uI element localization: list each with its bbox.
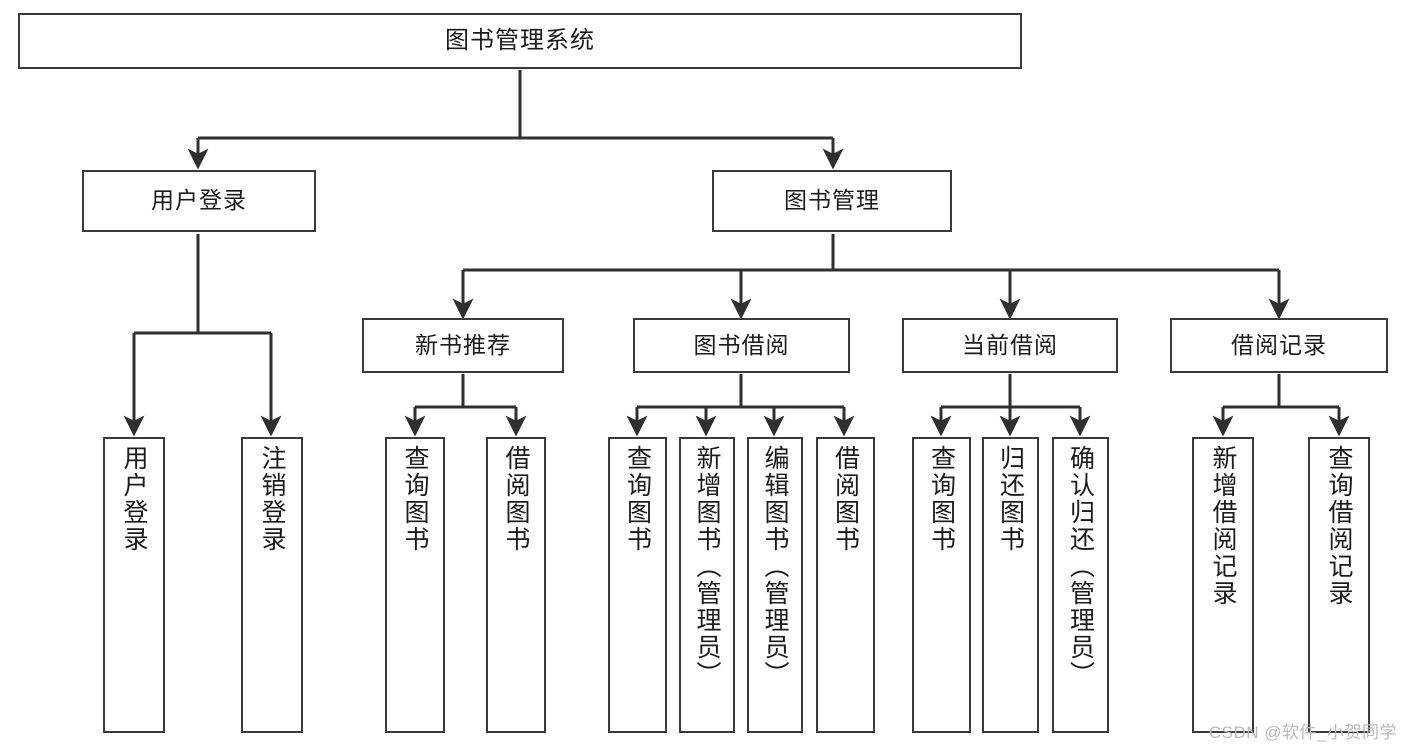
csdn-watermark: CSDN @软件_小贺同学 xyxy=(1208,723,1397,742)
node-book-management[interactable]: 图书管理 xyxy=(712,170,952,232)
leaf-label: 新增借阅记录 xyxy=(1209,445,1237,607)
leaf-label: 注销登录 xyxy=(258,445,286,553)
leaf-label: 查询图书 xyxy=(401,445,429,553)
leaf-query-books-recommend[interactable]: 查询图书 xyxy=(385,437,445,733)
leaf-label: 查询图书 xyxy=(623,445,652,553)
leaf-query-books-borrow[interactable]: 查询图书 xyxy=(608,437,667,733)
leaf-logout[interactable]: 注销登录 xyxy=(241,437,303,733)
node-root-book-management-system[interactable]: 图书管理系统 xyxy=(18,13,1022,69)
leaf-return-books[interactable]: 归还图书 xyxy=(982,437,1039,733)
leaf-borrow-books[interactable]: 借阅图书 xyxy=(816,437,875,733)
leaf-label: 归还图书 xyxy=(996,445,1025,553)
leaf-label: 借阅图书 xyxy=(831,445,860,553)
leaf-label: 编辑图书（管理员） xyxy=(761,445,789,688)
leaf-label: 借阅图书 xyxy=(502,445,530,553)
leaf-label: 查询图书 xyxy=(927,445,956,553)
node-user-login[interactable]: 用户登录 xyxy=(82,170,316,232)
node-book-borrowing[interactable]: 图书借阅 xyxy=(633,318,850,373)
leaf-add-book-admin[interactable]: 新增图书（管理员） xyxy=(679,437,735,733)
node-borrowing-record[interactable]: 借阅记录 xyxy=(1170,318,1388,373)
node-current-borrowing[interactable]: 当前借阅 xyxy=(902,318,1118,373)
leaf-borrow-books-recommend[interactable]: 借阅图书 xyxy=(486,437,546,733)
leaf-add-borrow-record[interactable]: 新增借阅记录 xyxy=(1192,437,1254,733)
leaf-label: 用户登录 xyxy=(120,445,148,553)
leaf-user-login[interactable]: 用户登录 xyxy=(103,437,165,733)
leaf-confirm-return-admin[interactable]: 确认归还（管理员） xyxy=(1052,437,1109,733)
leaf-query-borrow-record[interactable]: 查询借阅记录 xyxy=(1308,437,1370,733)
node-new-book-recommendation[interactable]: 新书推荐 xyxy=(362,318,564,373)
leaf-label: 确认归还（管理员） xyxy=(1066,445,1095,688)
leaf-query-books-current[interactable]: 查询图书 xyxy=(912,437,971,733)
leaf-edit-book-admin[interactable]: 编辑图书（管理员） xyxy=(747,437,803,733)
leaf-label: 查询借阅记录 xyxy=(1325,445,1353,607)
leaf-label: 新增图书（管理员） xyxy=(693,445,721,688)
